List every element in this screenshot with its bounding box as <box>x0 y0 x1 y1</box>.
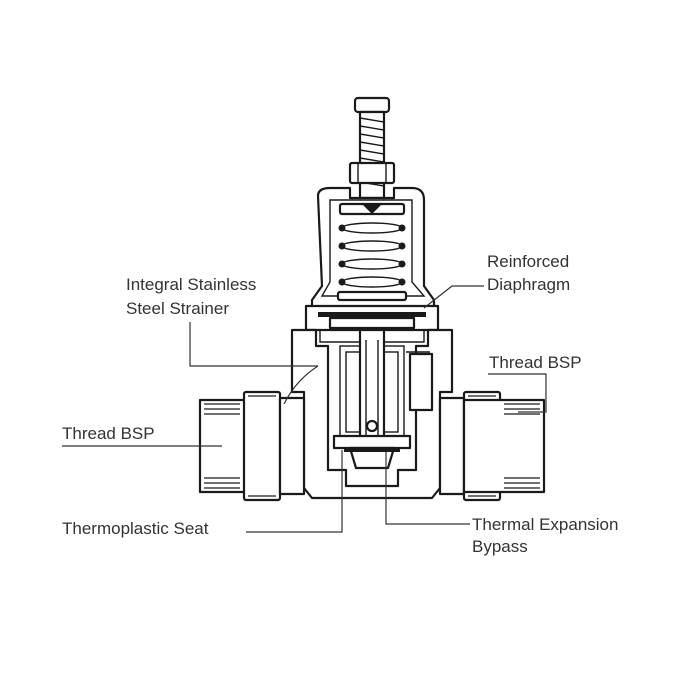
bypass-label-line2: Bypass <box>472 537 528 556</box>
strainer-leader <box>189 322 318 367</box>
strainer-leader-curve <box>283 365 319 405</box>
diaphragm-leader <box>423 285 484 309</box>
diaphragm-label-line1: Reinforced <box>487 252 570 271</box>
spring-housing <box>310 186 436 324</box>
bypass-leader <box>385 452 470 525</box>
seat-label: Thermoplastic Seat <box>62 519 209 538</box>
thread-right-leader <box>488 373 547 413</box>
leader-lines <box>62 285 547 533</box>
seat-leader <box>246 450 343 533</box>
adjusting-screw <box>348 96 396 200</box>
strainer-label-line2: Steel Strainer <box>126 299 229 318</box>
piston-stem <box>332 328 412 470</box>
right-union <box>438 390 546 502</box>
thread-right-label: Thread BSP <box>489 353 582 372</box>
thread-left-label: Thread BSP <box>62 424 155 443</box>
spring <box>336 222 408 302</box>
strainer-label-line1: Integral Stainless <box>126 275 257 294</box>
bypass-label-line1: Thermal Expansion <box>472 515 619 534</box>
diaphragm-label-line2: Diaphragm <box>487 275 571 294</box>
diaphragm-assembly <box>304 304 440 343</box>
